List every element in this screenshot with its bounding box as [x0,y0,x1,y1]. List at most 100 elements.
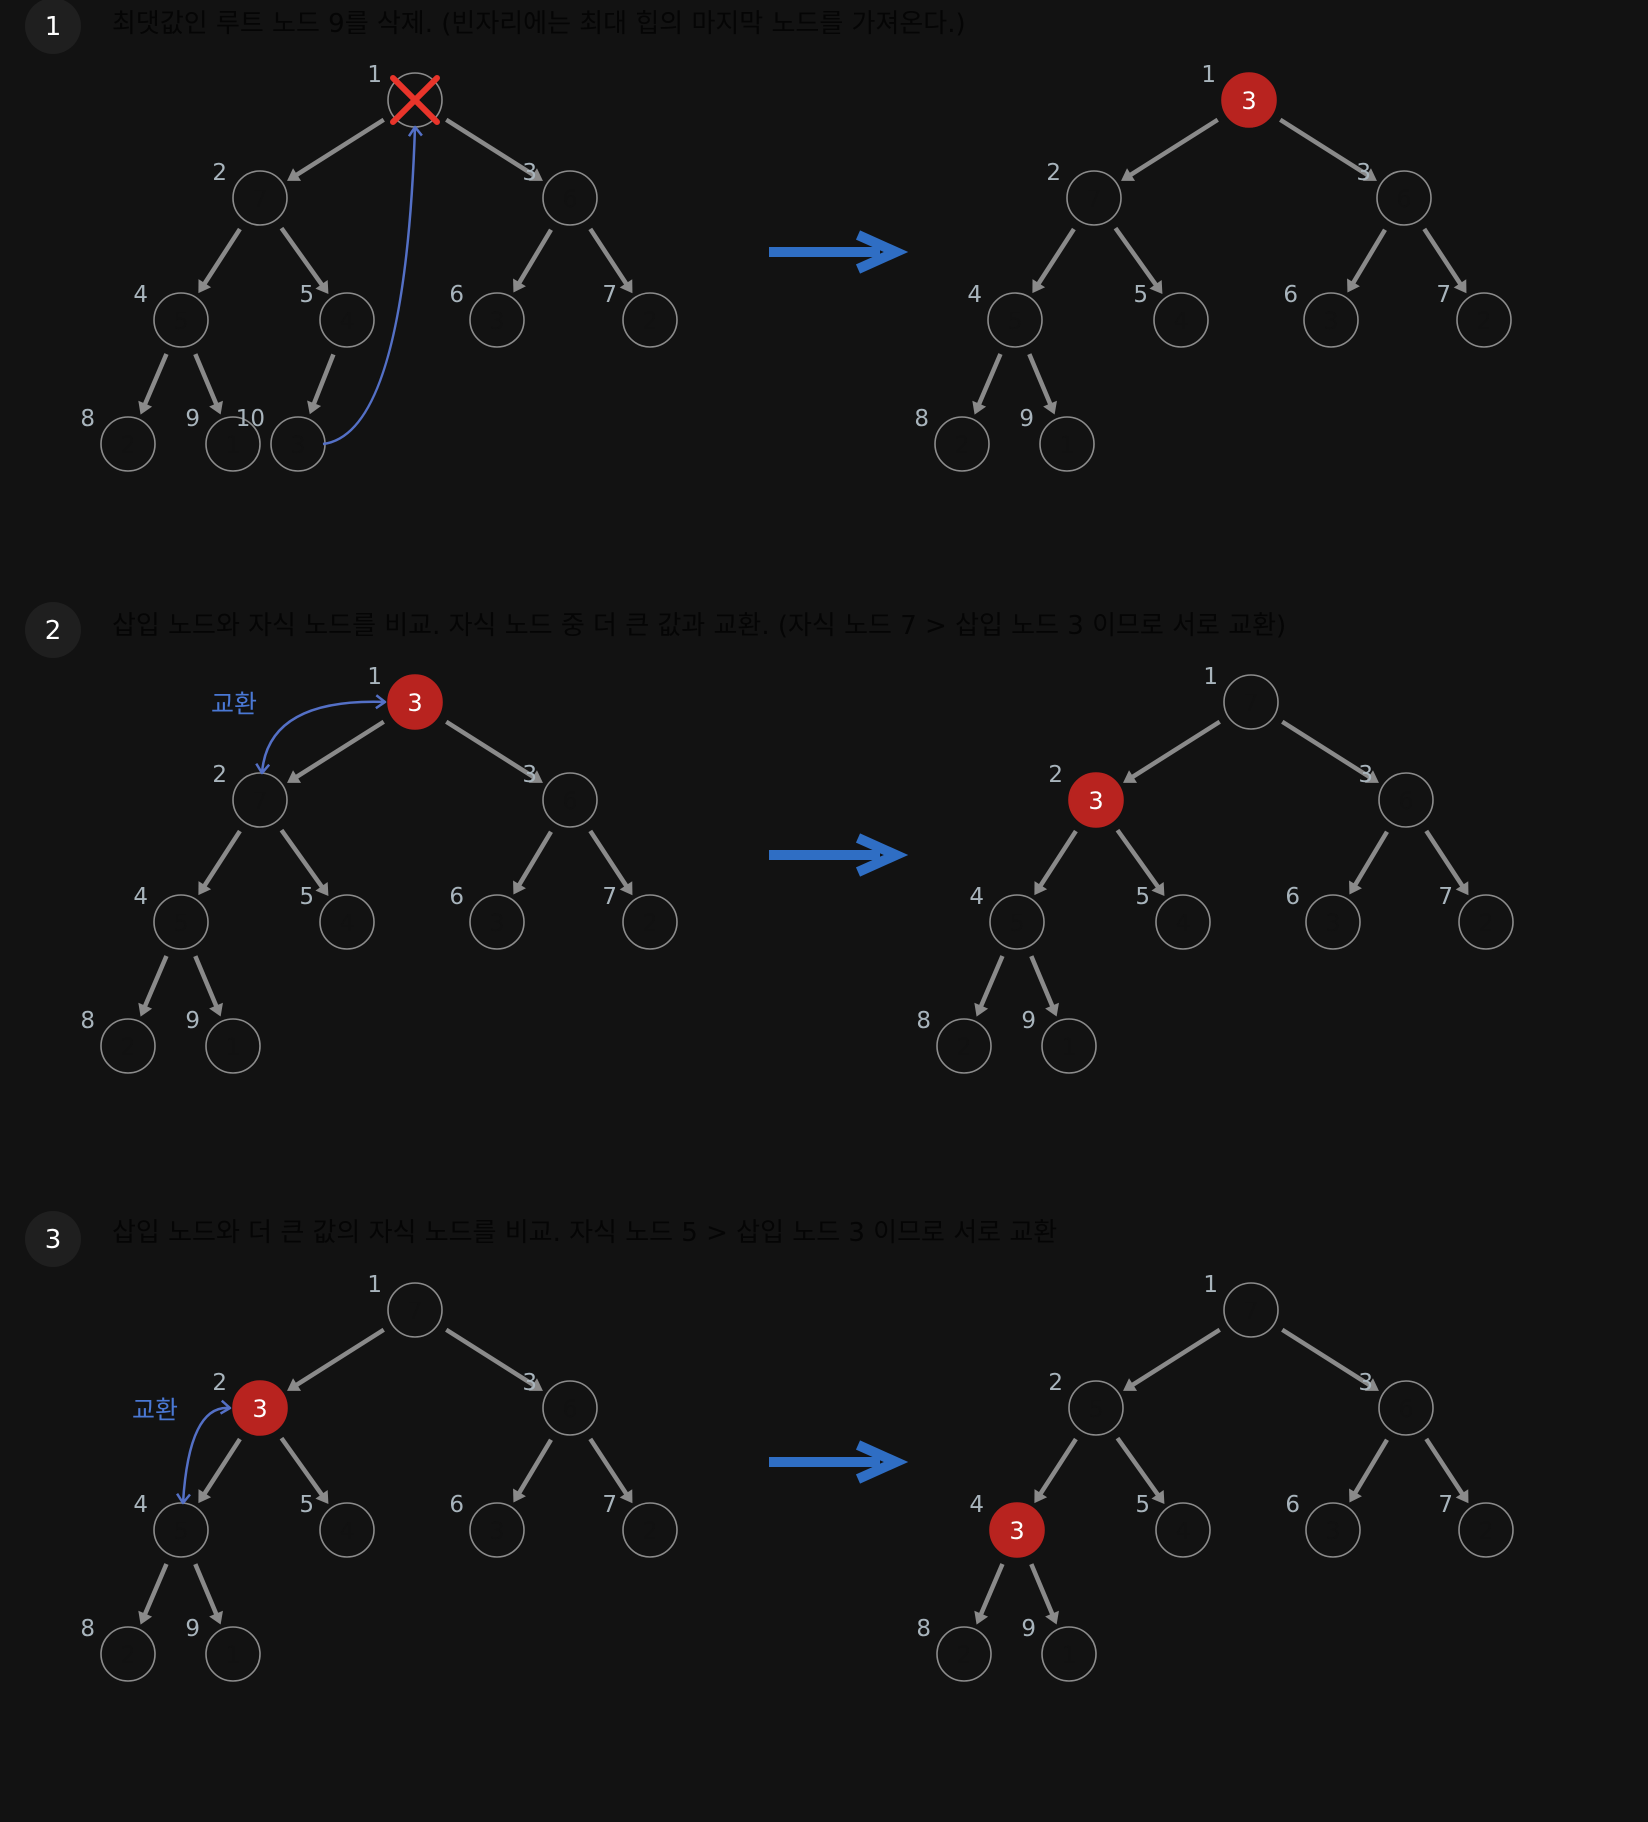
edge-line [311,353,336,405]
step-caption: 최댓값인 루트 노드 9를 삭제. (빈자리에는 최대 힙의 마지막 노드를 가… [112,9,966,39]
heap-node-5: 45 [1133,282,1209,348]
node-circle [1456,292,1512,348]
node-value: 3 [1088,787,1103,815]
edge-arrowhead [974,1002,989,1017]
node-circle [542,772,598,828]
edge-line [588,227,629,286]
edge-line [142,353,169,406]
transition-arrow-icon [769,230,909,274]
node-index-label: 3 [522,160,537,186]
edge-line [1422,227,1463,286]
node-circle [387,674,443,730]
edge-arrowhead [198,279,212,294]
node-index-label: 6 [449,884,464,910]
step-badge: 1 [25,0,81,54]
edge-arrowhead [1453,279,1467,294]
heap-node-2: 72 [212,160,288,226]
node-circle [469,894,525,950]
edge-arrowhead [287,770,302,783]
heap-node-8: 28 [916,1008,992,1074]
edge-line [1424,1437,1465,1496]
step-badge: 3 [25,1211,81,1267]
node-index-label: 8 [80,1008,95,1034]
node-value: 6 [562,787,577,815]
node-index-label: 2 [1048,762,1063,788]
edge-1-3 [1279,117,1377,181]
node-value: 7 [252,185,267,213]
edge-line [978,955,1005,1008]
node-index-label: 7 [602,884,617,910]
step-badge-circle [25,0,81,54]
edge-arrowhead [974,1610,989,1625]
edge-4-9 [193,955,223,1017]
edge-arrowhead [307,400,322,415]
edge-arrowhead [1043,400,1057,415]
node-index-label: 7 [1436,282,1451,308]
node-circle [1458,894,1514,950]
heap-node-6: 36 [1283,282,1359,348]
node-value: 2 [642,909,657,937]
node-value: 2 [954,431,969,459]
edge-line [1027,353,1053,406]
node-index-label: 2 [212,160,227,186]
heap-node-4: 54 [133,1492,209,1558]
heap-node-1: 31 [1201,62,1277,128]
edge-2-5 [1113,226,1163,294]
node-index-label: 5 [299,884,314,910]
edge-arrowhead [287,168,302,181]
heap-node-9: 19 [1019,406,1095,472]
edge-4-8 [972,353,1003,415]
node-circle [153,894,209,950]
edge-line [295,719,385,779]
step-badge-circle [25,602,81,658]
step-number: 3 [45,1225,62,1255]
swap-arrow: 교환 [211,690,387,775]
edge-arrowhead [315,279,329,294]
edge-2-4 [1034,1437,1078,1504]
node-value: 3 [489,909,504,937]
edge-arrowhead [1364,770,1379,783]
node-index-label: 6 [449,1492,464,1518]
edge-line [1036,227,1076,285]
edge-arrowhead [972,400,987,415]
node-index-label: 3 [1356,160,1371,186]
node-circle [1376,170,1432,226]
node-circle [1039,416,1095,472]
node-index-label: 4 [969,884,984,910]
heap-node-6: 36 [449,282,525,348]
edge-3-6 [513,1438,553,1503]
node-circle [1068,1380,1124,1436]
node-value: 3 [489,307,504,335]
edge-line [279,1436,324,1497]
edge-5-10 [307,353,336,415]
edge-1-3 [445,719,543,783]
node-circle [100,416,156,472]
node-circle [100,1626,156,1682]
edge-arrowhead [1045,1610,1059,1625]
node-circle [989,894,1045,950]
edge-3-7 [1422,227,1467,294]
edge-arrowhead [209,400,223,415]
curve-path [181,1406,231,1504]
edge-line [517,830,553,887]
heap-node-1: 71 [1203,1272,1279,1338]
edge-line [1351,228,1387,285]
edge-3-7 [1424,1437,1469,1504]
node-value: 4 [339,1517,354,1545]
heap-node-3: 63 [522,1370,598,1436]
step-badge: 2 [25,602,81,658]
heap-node-9: 19 [1021,1616,1097,1682]
edge-arrowhead [1347,278,1360,293]
edge-arrowhead [1362,168,1377,181]
node-circle [100,1018,156,1074]
node-index-label: 4 [133,1492,148,1518]
heap-node-5: 45 [299,282,375,348]
edge-2-4 [198,1437,242,1504]
delete-x-icon [390,75,440,125]
edge-arrowhead [138,400,153,415]
node-circle [1068,772,1124,828]
edge-4-9 [1029,1563,1059,1625]
edge-1-3 [445,1327,543,1391]
